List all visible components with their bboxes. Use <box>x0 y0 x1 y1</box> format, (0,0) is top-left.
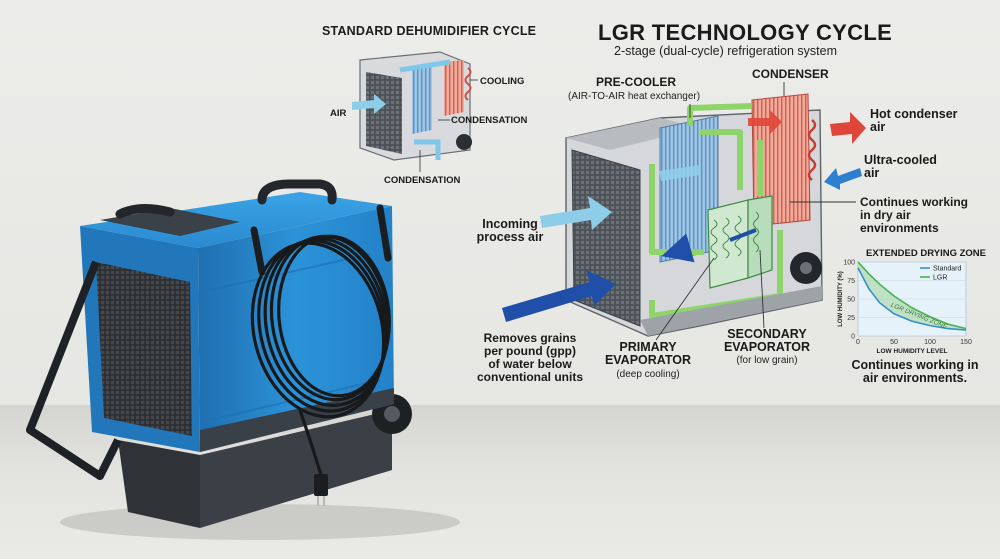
continues-label-3: environments <box>860 221 939 235</box>
unit-base-front <box>118 440 200 528</box>
secondary-evaporator-label-2: EVAPORATOR <box>723 340 811 354</box>
continues-label-1: Continues working <box>860 195 968 209</box>
std-wheel <box>456 134 472 150</box>
chart-y-tick-label: 50 <box>847 297 855 304</box>
std-condensate-path <box>414 139 441 160</box>
condenser-block <box>751 93 811 227</box>
chart-x-axis-label: LOW HUMIDITY LEVEL <box>876 348 947 355</box>
unit-base-side <box>200 410 392 528</box>
std-front-grille <box>366 72 402 154</box>
incoming-air-label-1: Incoming <box>482 217 538 231</box>
removes-label-2: per pound (gpp) <box>484 344 576 358</box>
condenser-squiggle <box>807 119 817 181</box>
front-handle <box>115 204 175 219</box>
lgr-cycle-subtitle: 2-stage (dual-cycle) refrigeration syste… <box>614 44 837 58</box>
std-label-cooling: COOLING <box>480 76 525 87</box>
chart-series-line-lgr <box>857 261 967 330</box>
hot-air-label-1: Hot condenser <box>870 107 958 121</box>
chart-drying-zone-area <box>858 262 966 331</box>
secondary-evaporator-sub: (for low grain) <box>736 355 798 366</box>
chart-legend-label-lgr: LGR <box>933 275 947 282</box>
chart-x-tick-label: 0 <box>856 339 860 346</box>
unit-top <box>80 192 392 248</box>
removes-label-1: Removes grains <box>483 331 577 345</box>
front-grille <box>96 262 192 436</box>
lgr-front-grille <box>571 149 641 327</box>
unit-body-side <box>198 206 394 452</box>
std-hot-coil <box>444 60 464 116</box>
ultra-cooled-air-arrow <box>824 168 862 190</box>
label-plate <box>100 208 240 236</box>
primary-evaporator-sub: (deep cooling) <box>616 369 680 380</box>
std-air-path <box>399 59 451 73</box>
secondary-evaporator-block <box>747 195 773 279</box>
std-label-condensation-bottom: CONDENSATION <box>384 175 461 186</box>
incoming-air-label-2: process air <box>476 230 544 244</box>
lgr-leader-lines <box>655 82 856 341</box>
hot-air-arrow <box>830 112 866 144</box>
removes-label-4: conventional units <box>476 370 583 384</box>
cord-plug <box>314 474 328 496</box>
removes-label-3: of water below <box>488 357 572 371</box>
evaporator-coils <box>710 211 759 261</box>
chart-x-tick-label: 150 <box>960 339 972 346</box>
lgr-cycle-title: LGR TECHNOLOGY CYCLE <box>598 20 893 45</box>
cord-hook-left <box>250 226 266 276</box>
carry-handle <box>257 179 337 205</box>
standard-cycle-title: STANDARD DEHUMIDIFIER CYCLE <box>322 24 537 38</box>
std-heat-squiggle <box>464 67 472 101</box>
chart-x-tick-label: 50 <box>890 339 898 346</box>
secondary-evaporator-label-1: SECONDARY <box>727 327 807 341</box>
chart-title: EXTENDED DRYING ZONE <box>866 248 986 259</box>
std-label-condensation-right: CONDENSATION <box>451 115 528 126</box>
chart-y-axis-label: LOW HUMIDITY (%) <box>838 271 844 327</box>
ultra-cooled-label-2: air <box>864 166 880 180</box>
lgr-base <box>640 286 822 336</box>
fold-strap <box>26 260 122 480</box>
chart-x-tick-label: 100 <box>924 339 936 346</box>
condenser-label: CONDENSER <box>752 67 829 81</box>
primary-evaporator-label-2: EVAPORATOR <box>604 353 692 367</box>
chart-series-line-standard <box>857 267 967 331</box>
continues-label-2: in dry air <box>860 208 911 222</box>
pre-cooler-label: PRE-COOLER <box>596 75 677 89</box>
chart-y-tick-label: 0 <box>851 334 855 341</box>
chart-caption-1: Continues working in <box>851 358 979 372</box>
chart-y-tick-label: 25 <box>847 315 855 322</box>
incoming-air-arrow <box>540 196 612 230</box>
power-cord <box>250 234 391 479</box>
lgr-housing-top <box>566 118 700 150</box>
cord-hook-right <box>376 204 392 262</box>
wheel-hub <box>384 406 400 422</box>
primary-evaporator-label-1: PRIMARY <box>619 340 677 354</box>
removes-gpp-arrow <box>502 270 616 322</box>
std-cooling-coil <box>412 64 432 134</box>
ultra-cooled-label-1: Ultra-cooled <box>864 153 937 167</box>
chart-y-tick-label: 100 <box>843 260 855 267</box>
chart-caption-2: air environments. <box>862 371 968 385</box>
pre-cooler-sub: (AIR-TO-AIR heat exchanger) <box>568 91 701 102</box>
chart-y-tick-label: 75 <box>847 278 855 285</box>
std-air-arrow <box>352 94 386 114</box>
std-label-air: AIR <box>330 108 347 119</box>
hot-air-label-2: air <box>870 120 886 134</box>
chart-legend-label-standard: Standard <box>933 266 962 273</box>
